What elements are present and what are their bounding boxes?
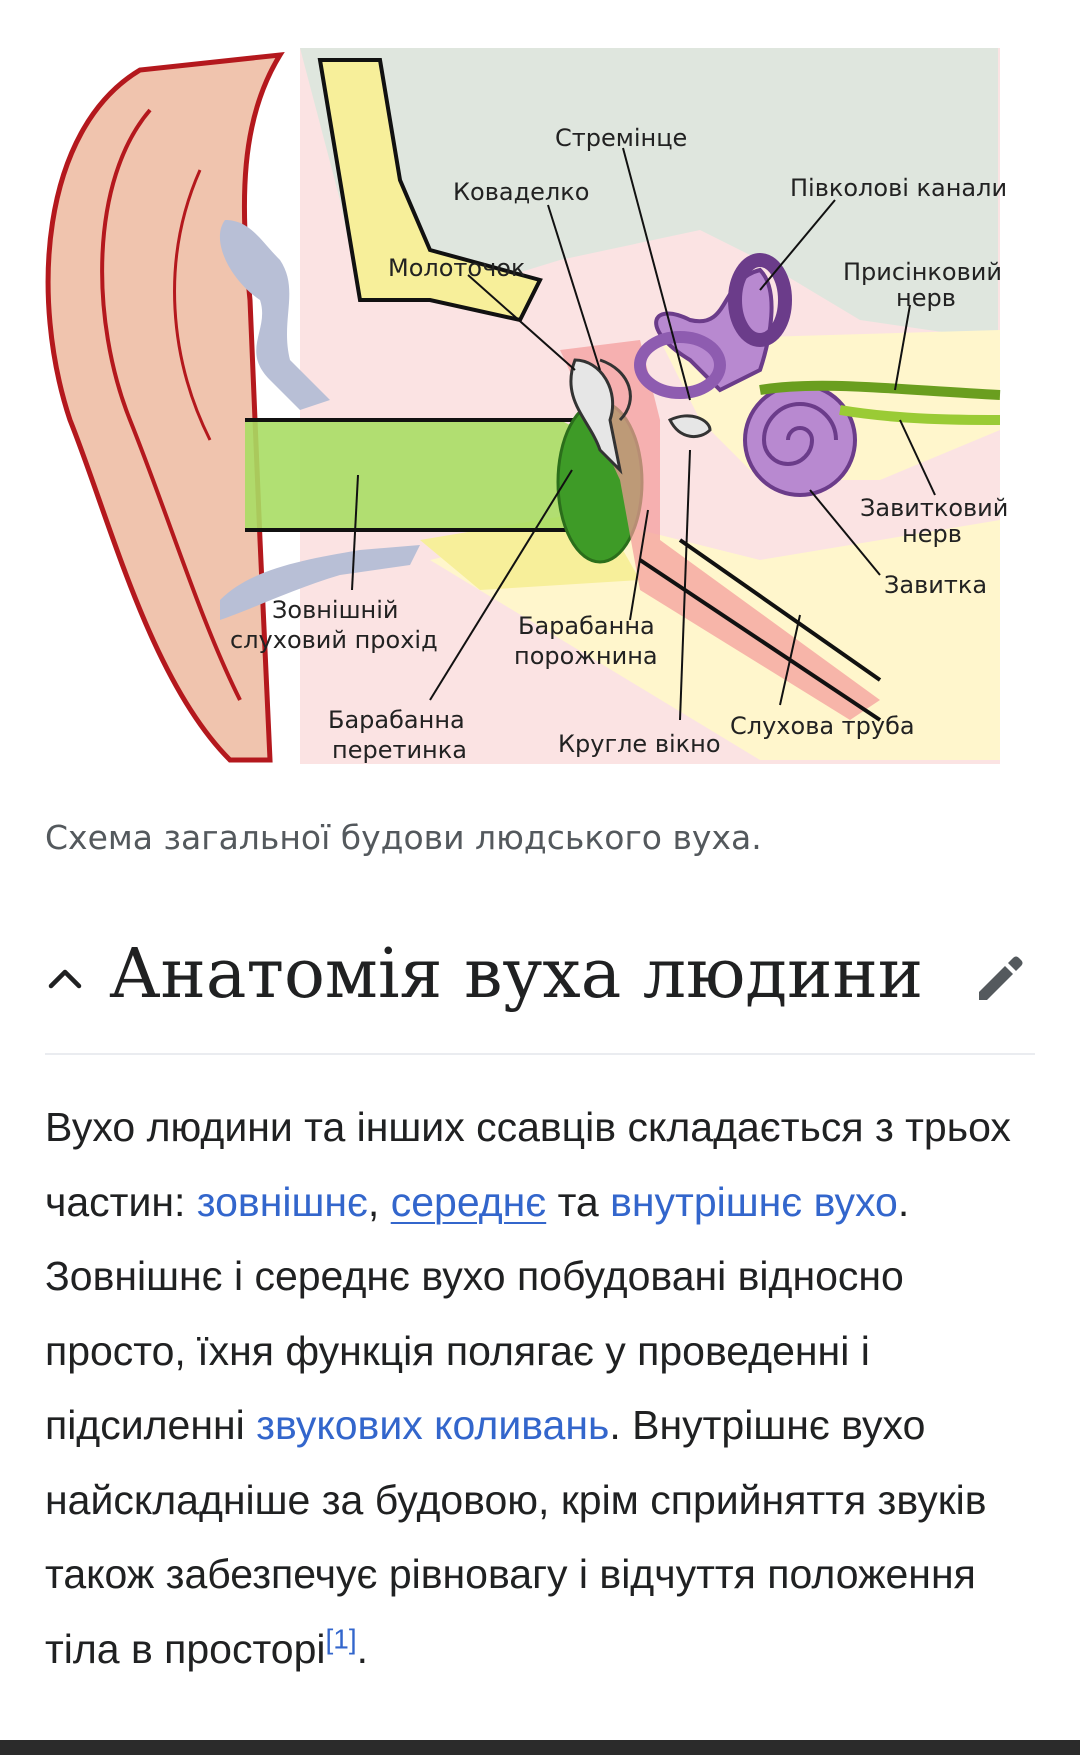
link-sound-vibrations[interactable]: звукових коливань [256,1402,610,1448]
label-eardrum-2: перетинка [332,736,467,764]
label-tympanic-cavity: Барабанна [518,612,655,640]
section-header[interactable]: Анатомія вуха людини [45,930,1035,1022]
paragraph-text: . Внутрішнє вухо найскладніше за будовою… [45,1402,987,1672]
paragraph-text: . [356,1625,369,1672]
paragraph-text: та [546,1178,611,1225]
link-middle-ear[interactable]: середнє [390,1178,547,1225]
label-incus: Коваделко [453,178,589,206]
label-stapes: Стремінце [555,124,687,152]
article-paragraph: Вухо людини та інших ссавців складається… [45,1090,1045,1686]
pencil-icon[interactable] [969,948,1029,1008]
label-eardrum: Барабанна [328,706,465,734]
paragraph-text: Вухо людини та інших ссавців складається… [45,1104,1011,1225]
label-malleus: Молоточок [388,254,525,282]
label-round-window: Кругле вікно [558,730,721,758]
reference-link[interactable]: [1] [325,1622,357,1654]
section-divider [45,1053,1035,1055]
label-vestibular-nerve: Присінковий [843,258,1002,286]
link-inner-ear[interactable]: внутрішнє вухо [610,1178,898,1225]
label-ear-canal-2: слуховий прохід [230,626,438,654]
link-outer-ear[interactable]: зовнішнє [196,1178,368,1225]
label-cochlear-nerve-2: нерв [902,520,962,548]
chevron-up-icon[interactable] [45,958,85,998]
ear-anatomy-figure[interactable]: Стремінце Коваделко Півколові канали Мол… [0,0,1080,790]
paragraph-text: , [367,1178,391,1225]
label-cochlear-nerve: Завитковий [860,494,1008,522]
label-cochlea: Завитка [884,571,987,599]
figure-caption: Схема загальної будови людського вуха. [45,818,762,857]
label-eustachian-tube: Слухова труба [730,712,915,740]
label-tympanic-cavity-2: порожнина [514,642,658,670]
bottom-navigation-bar [0,1740,1080,1755]
section-title: Анатомія вуха людини [109,935,924,1014]
label-ear-canal: Зовнішній [272,596,399,624]
label-semicircular-canals: Півколові канали [790,174,1007,202]
ear-diagram: Стремінце Коваделко Півколові канали Мол… [45,48,1008,764]
label-vestibular-nerve-2: нерв [896,284,956,312]
paragraph-text: . Зовнішнє і середнє вухо побудовані від… [45,1178,910,1449]
